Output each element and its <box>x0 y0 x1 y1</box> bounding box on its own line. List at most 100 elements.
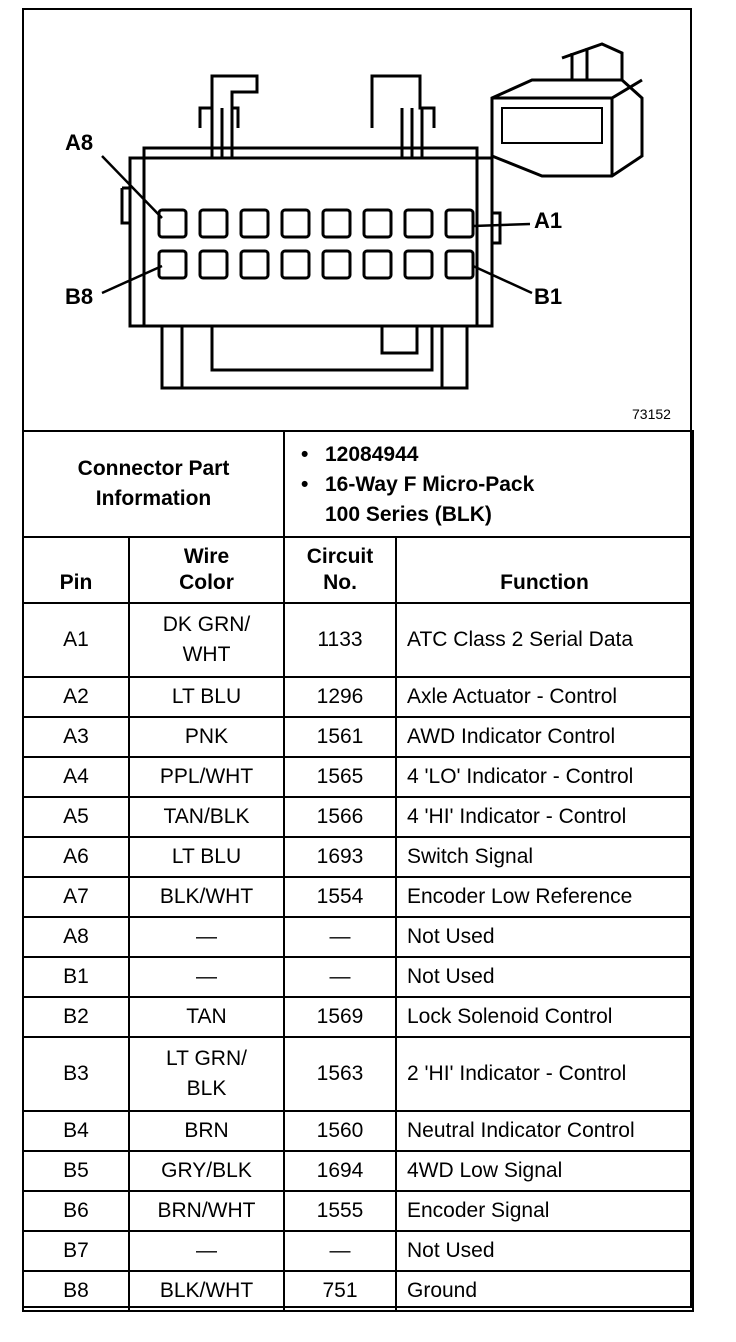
wire-color-text: BLK/WHT <box>159 885 254 908</box>
table-row: B1——Not Used <box>22 956 695 998</box>
wire-color-cell: BLK/WHT <box>128 876 285 918</box>
pin-cell: B6 <box>22 1190 130 1232</box>
pin-cell: B5 <box>22 1150 130 1192</box>
wire-color-cell: LT GRN/BLK <box>128 1036 285 1112</box>
connector-description: 16-Way F Micro-Pack <box>325 473 535 496</box>
circuit-cell: 1133 <box>283 602 397 678</box>
wire-color-text: — <box>196 965 217 988</box>
circuit-cell: — <box>283 916 397 958</box>
wire-color-cell: — <box>128 1230 285 1272</box>
function-cell: Encoder Low Reference <box>394 876 695 918</box>
function-cell: Ground <box>394 1270 695 1312</box>
col-pin: Pin <box>22 536 130 604</box>
wire-color-text: TAN/BLK <box>163 805 250 828</box>
label-a1: A1 <box>534 208 563 233</box>
b-row-pins <box>157 249 475 280</box>
wire-color-text: DK GRN/ <box>162 613 251 636</box>
function-cell: Switch Signal <box>394 836 695 878</box>
wire-color-cell: — <box>128 956 285 998</box>
pin-cell: A5 <box>22 796 130 838</box>
pin-cell: A2 <box>22 676 130 718</box>
circuit-cell: — <box>283 1230 397 1272</box>
connector-pinout-table: Connector Part Information •12084944 •16… <box>22 430 695 1312</box>
circuit-cell: — <box>283 956 397 998</box>
pin-cell: B1 <box>22 956 130 998</box>
function-cell: Lock Solenoid Control <box>394 996 695 1038</box>
label-b1: B1 <box>534 284 563 309</box>
function-cell: Not Used <box>394 956 695 998</box>
pin-cell: A3 <box>22 716 130 758</box>
pin-cell: B3 <box>22 1036 130 1112</box>
wire-color-text: LT BLU <box>171 685 242 708</box>
pin-cell: B2 <box>22 996 130 1038</box>
wire-color-cell: — <box>128 916 285 958</box>
wire-color-text: — <box>196 925 217 948</box>
wire-color-cell: PNK <box>128 716 285 758</box>
function-cell: 4 'HI' Indicator - Control <box>394 796 695 838</box>
circuit-cell: 1565 <box>283 756 397 798</box>
function-cell: Neutral Indicator Control <box>394 1110 695 1152</box>
connector-info-heading: Connector Part Information <box>22 430 285 538</box>
circuit-cell: 751 <box>283 1270 397 1312</box>
wire-color-text: PNK <box>184 725 229 748</box>
wire-color-text: GRY/BLK <box>161 1159 252 1182</box>
function-cell: 4WD Low Signal <box>394 1150 695 1192</box>
wire-color-cell: LT BLU <box>128 676 285 718</box>
function-cell: Axle Actuator - Control <box>394 676 695 718</box>
wire-color-text-line2: WHT <box>182 643 231 666</box>
wire-color-text: BRN <box>184 1119 229 1142</box>
wire-color-cell: LT BLU <box>128 836 285 878</box>
pin-cell: A8 <box>22 916 130 958</box>
circuit-cell: 1296 <box>283 676 397 718</box>
a-row-pins <box>157 208 475 239</box>
circuit-cell: 1555 <box>283 1190 397 1232</box>
wire-color-cell: TAN/BLK <box>128 796 285 838</box>
wire-color-cell: PPL/WHT <box>128 756 285 798</box>
function-cell: ATC Class 2 Serial Data <box>394 602 695 678</box>
wire-color-cell: DK GRN/WHT <box>128 602 285 678</box>
connector-diagram: A8 A1 B8 B1 73152 <box>22 8 692 430</box>
circuit-cell: 1560 <box>283 1110 397 1152</box>
connector-series: 100 Series (BLK) <box>325 503 492 526</box>
function-cell: Not Used <box>394 916 695 958</box>
wire-color-text: BLK/WHT <box>159 1279 254 1302</box>
part-number: 12084944 <box>325 443 419 466</box>
connector-face-drawing <box>101 42 644 390</box>
wire-color-text: PPL/WHT <box>159 765 254 788</box>
wire-color-text: LT BLU <box>171 845 242 868</box>
wire-color-text: BRN/WHT <box>157 1199 256 1222</box>
pin-cell: A6 <box>22 836 130 878</box>
label-b8: B8 <box>65 284 94 309</box>
circuit-cell: 1566 <box>283 796 397 838</box>
pin-leader-lines <box>101 155 533 295</box>
circuit-cell: 1569 <box>283 996 397 1038</box>
col-function: Function <box>394 536 695 604</box>
wire-color-cell: BRN/WHT <box>128 1190 285 1232</box>
connector-info-details: •12084944 •16-Way F Micro-Pack 100 Serie… <box>282 430 695 538</box>
wire-color-text: — <box>196 1239 217 1262</box>
circuit-cell: 1563 <box>283 1036 397 1112</box>
connector-info-row: Connector Part Information •12084944 •16… <box>22 430 695 538</box>
circuit-cell: 1554 <box>283 876 397 918</box>
circuit-cell: 1693 <box>283 836 397 878</box>
wire-color-text: TAN <box>186 1005 227 1028</box>
pin-cell: B8 <box>22 1270 130 1312</box>
table-row: A8——Not Used <box>22 916 695 958</box>
pin-cell: A1 <box>22 602 130 678</box>
pin-cell: B4 <box>22 1110 130 1152</box>
